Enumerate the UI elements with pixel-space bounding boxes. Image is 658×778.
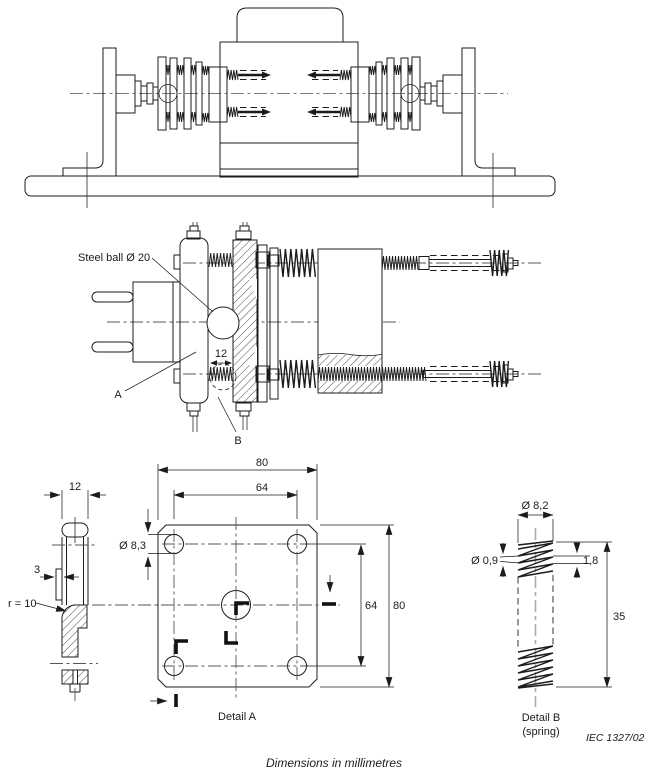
detail-b-dim-outer-dia: Ø 8,2	[517, 500, 554, 543]
clamp-screws	[238, 70, 340, 117]
svg-text:r = 10: r = 10	[8, 598, 36, 610]
top-view-assembly	[24, 7, 556, 208]
top-cap	[236, 7, 344, 42]
figure-reference: IEC 1327/02	[586, 732, 645, 744]
left-disc-stack	[157, 56, 203, 131]
profile-section-hatch	[61, 604, 88, 658]
profile-dim-12: 12	[44, 481, 106, 519]
detail-a-dim-80-top: 80	[157, 457, 318, 520]
clamp-position-marks	[150, 575, 336, 707]
detail-b-caption-sub: (spring)	[522, 726, 559, 738]
spring-bottom-coils	[517, 645, 554, 689]
gap-dimension	[210, 360, 232, 366]
svg-text:Ø 8,2: Ø 8,2	[522, 500, 549, 512]
svg-text:Ø 8,3: Ø 8,3	[119, 540, 146, 552]
right-bracket	[461, 47, 516, 177]
gap-dim-label: 12	[215, 348, 227, 360]
bottom-guide-rod	[317, 360, 519, 388]
top-guide-rod	[381, 249, 519, 277]
spring-body-dashed	[517, 575, 554, 649]
detail-b-dim-wire-dia: Ø 0,9	[471, 543, 522, 577]
units-note: Dimensions in millimetres	[266, 756, 402, 770]
right-disc-stack	[375, 56, 421, 131]
profile-view: 12 3 r = 10	[8, 481, 106, 702]
detail-a-dim-hole-dia: Ø 8,3	[119, 509, 177, 580]
bottom-bolts	[186, 402, 252, 432]
profile-tab	[55, 568, 63, 601]
plate-outline	[157, 524, 318, 688]
section-view: Steel ball Ø 20 12 A B	[78, 222, 543, 447]
central-block	[219, 41, 359, 178]
detail-b-dim-length: 35	[556, 541, 625, 688]
left-bracket	[62, 47, 117, 177]
svg-text:Ø 0,9: Ø 0,9	[471, 555, 498, 567]
svg-text:64: 64	[365, 600, 377, 612]
profile-dim-3: 3	[34, 564, 79, 600]
svg-text:1,8: 1,8	[583, 555, 598, 567]
label-a: A	[114, 389, 122, 401]
label-b-leader	[217, 396, 237, 433]
plug-pin-top	[91, 291, 134, 303]
svg-text:80: 80	[256, 457, 268, 469]
detail-a-dim-64-right: 64	[306, 543, 377, 667]
top-bolts	[186, 222, 252, 240]
svg-text:64: 64	[256, 482, 268, 494]
detail-a-dim-64-top: 64	[173, 482, 298, 519]
detail-a-dim-80-right: 80	[320, 524, 405, 688]
detail-b-caption: Detail B	[522, 712, 561, 724]
main-springs	[279, 248, 317, 389]
label-b: B	[234, 435, 241, 447]
ball-ghost-position	[209, 363, 237, 391]
profile-dim-radius: r = 10	[8, 598, 67, 612]
spring-top-coils	[517, 540, 554, 578]
label-a-leader	[124, 351, 197, 392]
svg-text:12: 12	[69, 481, 81, 493]
detail-a-caption: Detail A	[218, 711, 257, 723]
right-clamp-plate	[350, 66, 370, 123]
base-plate	[24, 175, 556, 197]
detail-b: Ø 8,2 Ø 0,9 1,8 35 Detail B (spring)	[471, 500, 625, 738]
steel-ball	[206, 306, 240, 340]
right-ball-outline	[400, 84, 420, 103]
svg-text:35: 35	[613, 611, 625, 623]
svg-text:80: 80	[393, 600, 405, 612]
right-hub	[419, 74, 463, 114]
steel-ball-label: Steel ball Ø 20	[78, 252, 150, 264]
svg-text:3: 3	[34, 564, 40, 576]
left-ball-outline	[158, 84, 178, 103]
plug-pin-bottom	[91, 341, 134, 353]
detail-a: 80 64 Ø 8,3 64 80	[92, 457, 405, 723]
detail-b-dim-pitch: 1,8	[553, 542, 598, 578]
spacer-plates	[255, 244, 280, 403]
steel-ball-leader	[151, 257, 214, 313]
left-hub	[115, 74, 159, 114]
left-clamp-plate	[208, 66, 228, 123]
